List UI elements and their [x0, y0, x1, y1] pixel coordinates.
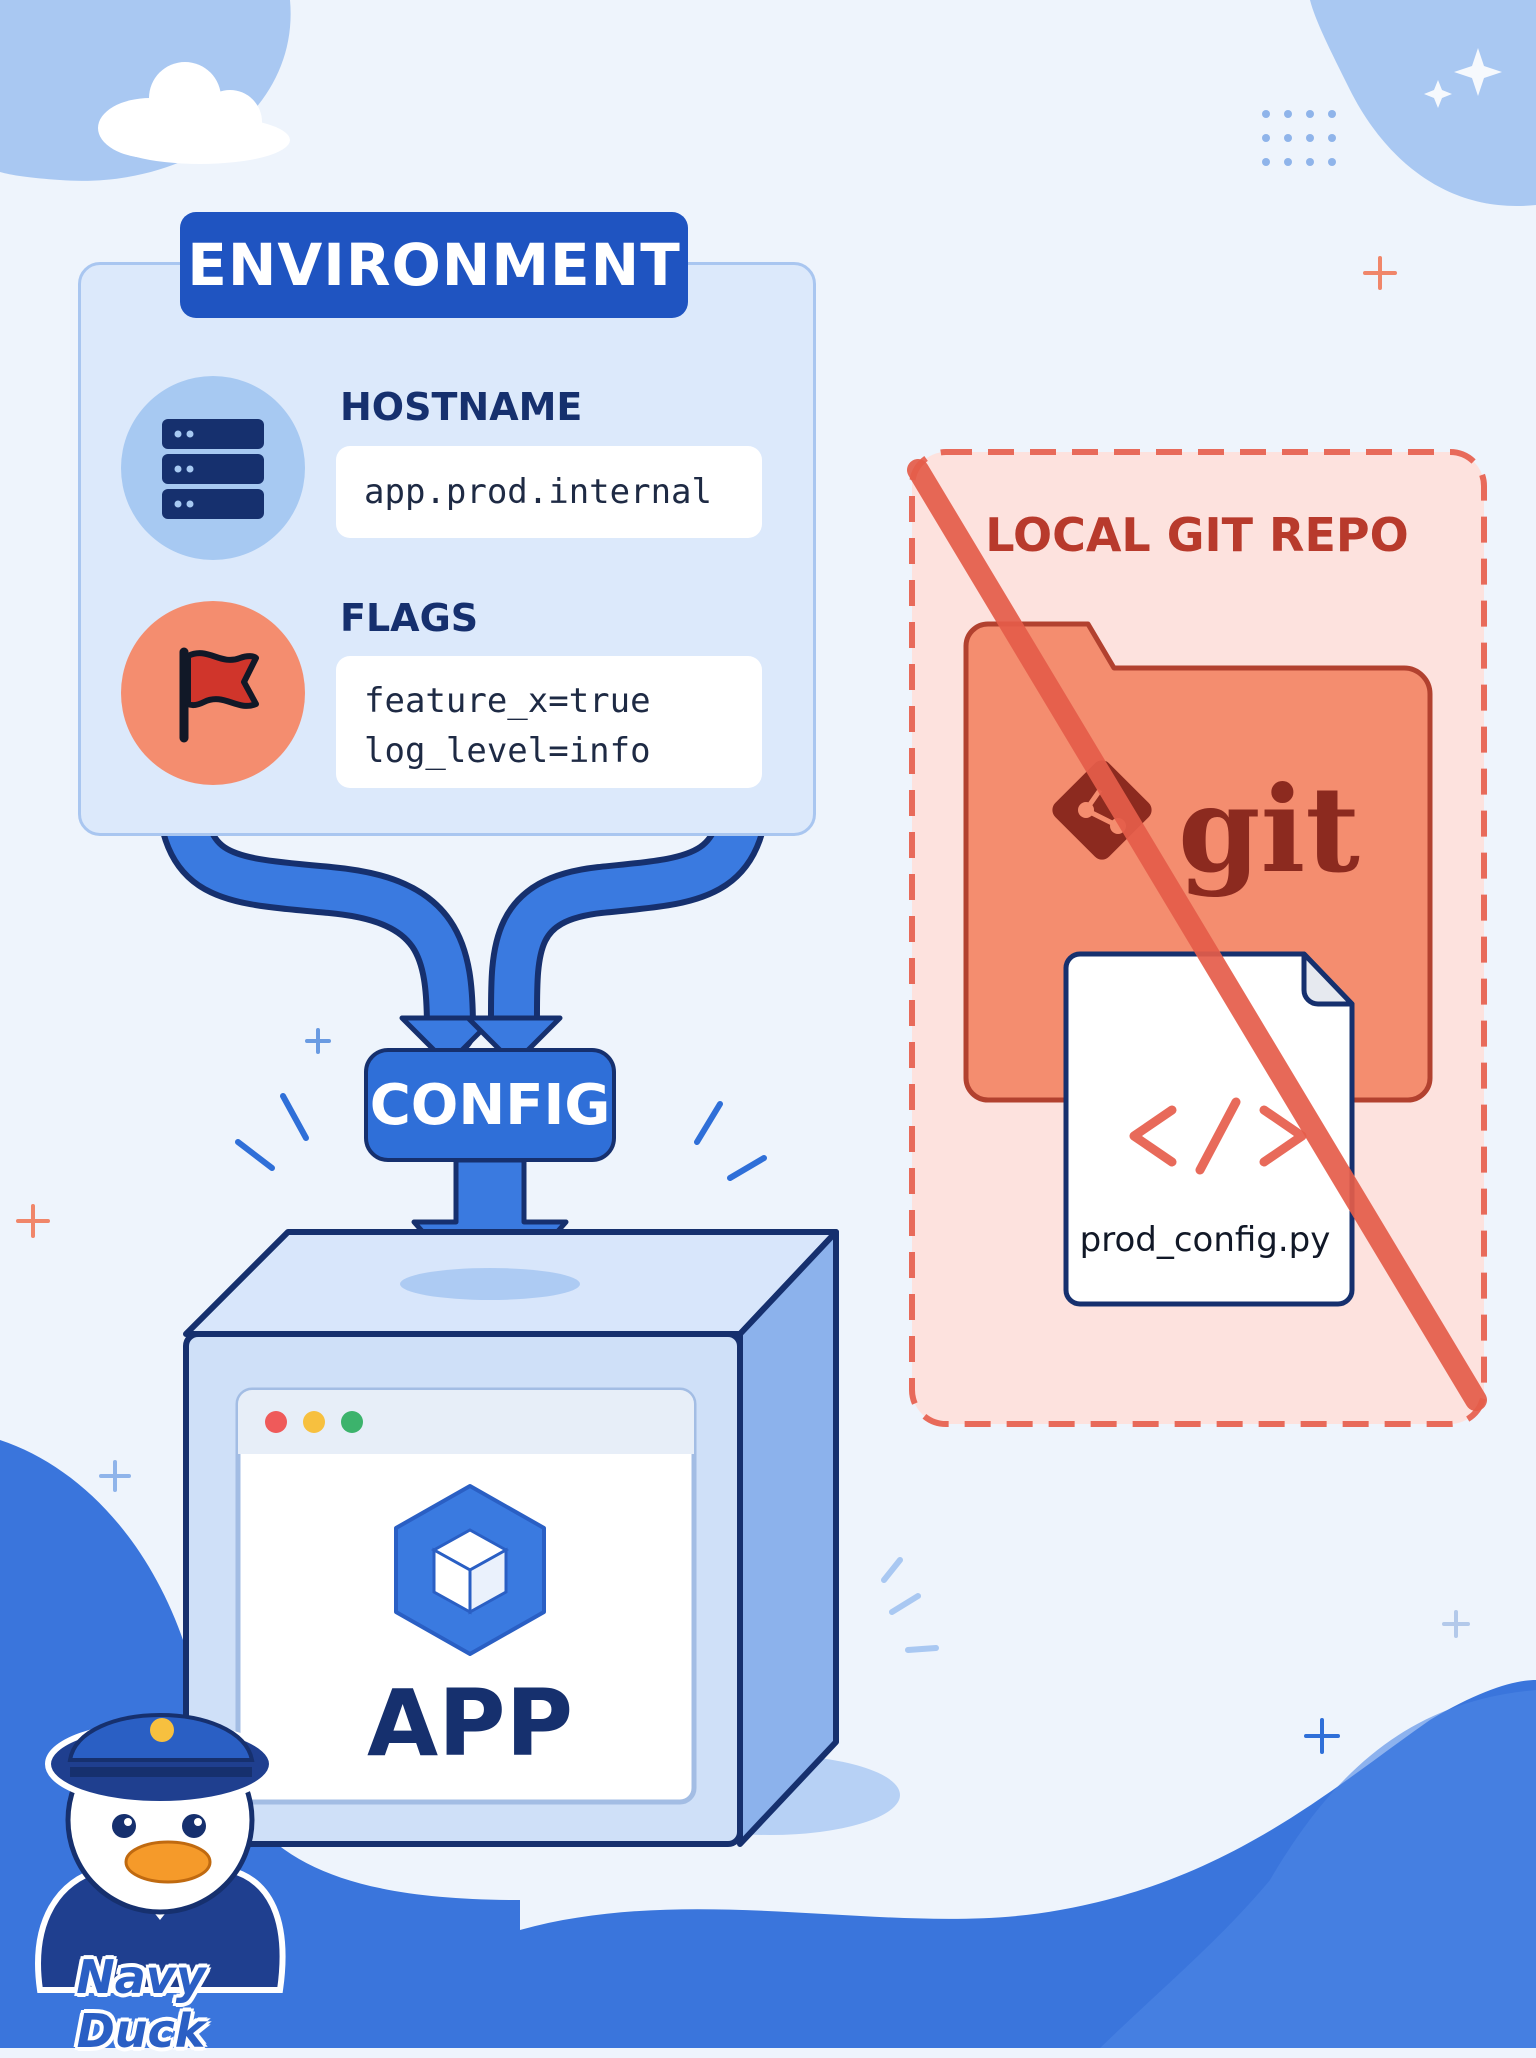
background-blob-top-right	[1310, 0, 1536, 207]
background-wave-right-light	[1100, 1690, 1536, 2048]
anchor-badge	[150, 1718, 174, 1742]
flag-icon-circle	[121, 601, 305, 785]
flag-line: log_level=info	[364, 731, 651, 771]
window-minimize-dot	[303, 1411, 325, 1433]
flag-line: feature_x=true	[364, 681, 651, 721]
sparkle-icon	[1424, 48, 1502, 108]
server-icon-circle	[121, 376, 305, 560]
file-icon	[1063, 951, 1355, 1307]
arrow-shadow	[400, 1268, 580, 1300]
hostname-label: HOSTNAME	[340, 385, 583, 429]
window-close-dot	[265, 1411, 287, 1433]
flag-icon	[179, 647, 259, 743]
dot-grid-decoration	[1262, 110, 1336, 166]
git-wordmark: git	[1178, 760, 1360, 899]
navy-duck-logo-text: Navy Duck	[76, 1950, 206, 2058]
config-badge: CONFIG	[364, 1048, 616, 1162]
prohibited-slash	[907, 459, 1487, 1411]
flow-arrowhead-left	[399, 1015, 497, 1067]
code-brackets-icon	[1129, 1097, 1307, 1175]
local-git-repo-title: LOCAL GIT REPO	[985, 508, 1409, 562]
config-file-name: prod_config.py	[1079, 1220, 1331, 1260]
flow-arrowhead-right	[465, 1015, 563, 1067]
flow-arrow-right	[487, 746, 772, 1056]
flags-label: FLAGS	[340, 596, 479, 640]
window-maximize-dot	[341, 1411, 363, 1433]
duck-mascot-icon	[35, 1713, 286, 1993]
cube-icon	[394, 1484, 546, 1656]
burst-lines	[235, 1093, 939, 1653]
flags-value: feature_x=true log_level=info	[336, 656, 762, 788]
environment-title: ENVIRONMENT	[180, 212, 688, 318]
app-label: APP	[366, 1670, 574, 1777]
cloud-icon	[98, 62, 290, 164]
flow-arrow-left	[154, 746, 476, 1056]
server-icon	[162, 419, 264, 519]
hostname-value: app.prod.internal	[336, 446, 762, 538]
